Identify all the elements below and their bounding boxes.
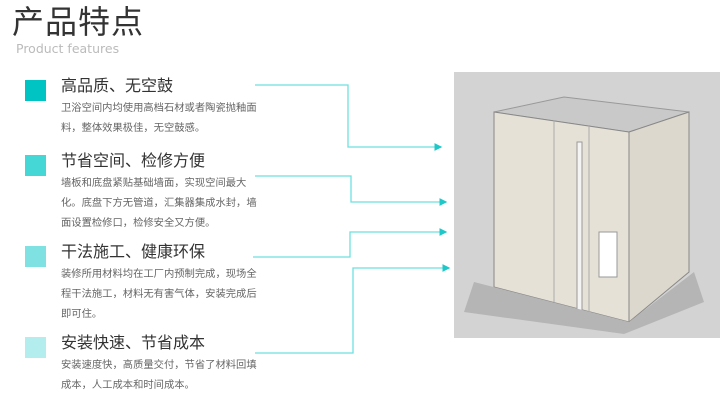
- feature-description: 装修所用材料均在工厂内预制完成，现场全程干法施工，材料无有害气体，安装完成后即可…: [61, 268, 257, 320]
- feature-description: 安装速度快，高质量交付，节省了材料回填成本，人工成本和时间成本。: [61, 359, 257, 391]
- connector-line-2: [255, 175, 448, 206]
- feature-title: 高品质、无空鼓: [61, 76, 174, 95]
- feature-square-icon: [25, 155, 46, 176]
- connector-line-1: [255, 84, 443, 151]
- feature-title: 干法施工、健康环保: [61, 242, 206, 261]
- feature-square-icon: [25, 80, 46, 101]
- feature-title: 节省空间、检修方便: [61, 151, 206, 170]
- feature-square-icon: [25, 337, 46, 358]
- connector-line-4: [255, 264, 451, 354]
- feature-square-icon: [25, 246, 46, 267]
- feature-description: 卫浴空间内均使用高档石材或者陶瓷抛釉面料，整体效果极佳，无空鼓感。: [61, 102, 257, 134]
- connector-line-3: [253, 228, 448, 258]
- bathroom-pod-image: [454, 72, 720, 338]
- feature-description: 墙板和底盘紧贴基础墙面，实现空间最大化。底盘下方无管道，汇集器集成水封，墙面设置…: [61, 177, 257, 229]
- page-title: 产品特点: [12, 3, 145, 41]
- page-subtitle: Product features: [16, 41, 120, 56]
- feature-title: 安装快速、节省成本: [61, 333, 206, 352]
